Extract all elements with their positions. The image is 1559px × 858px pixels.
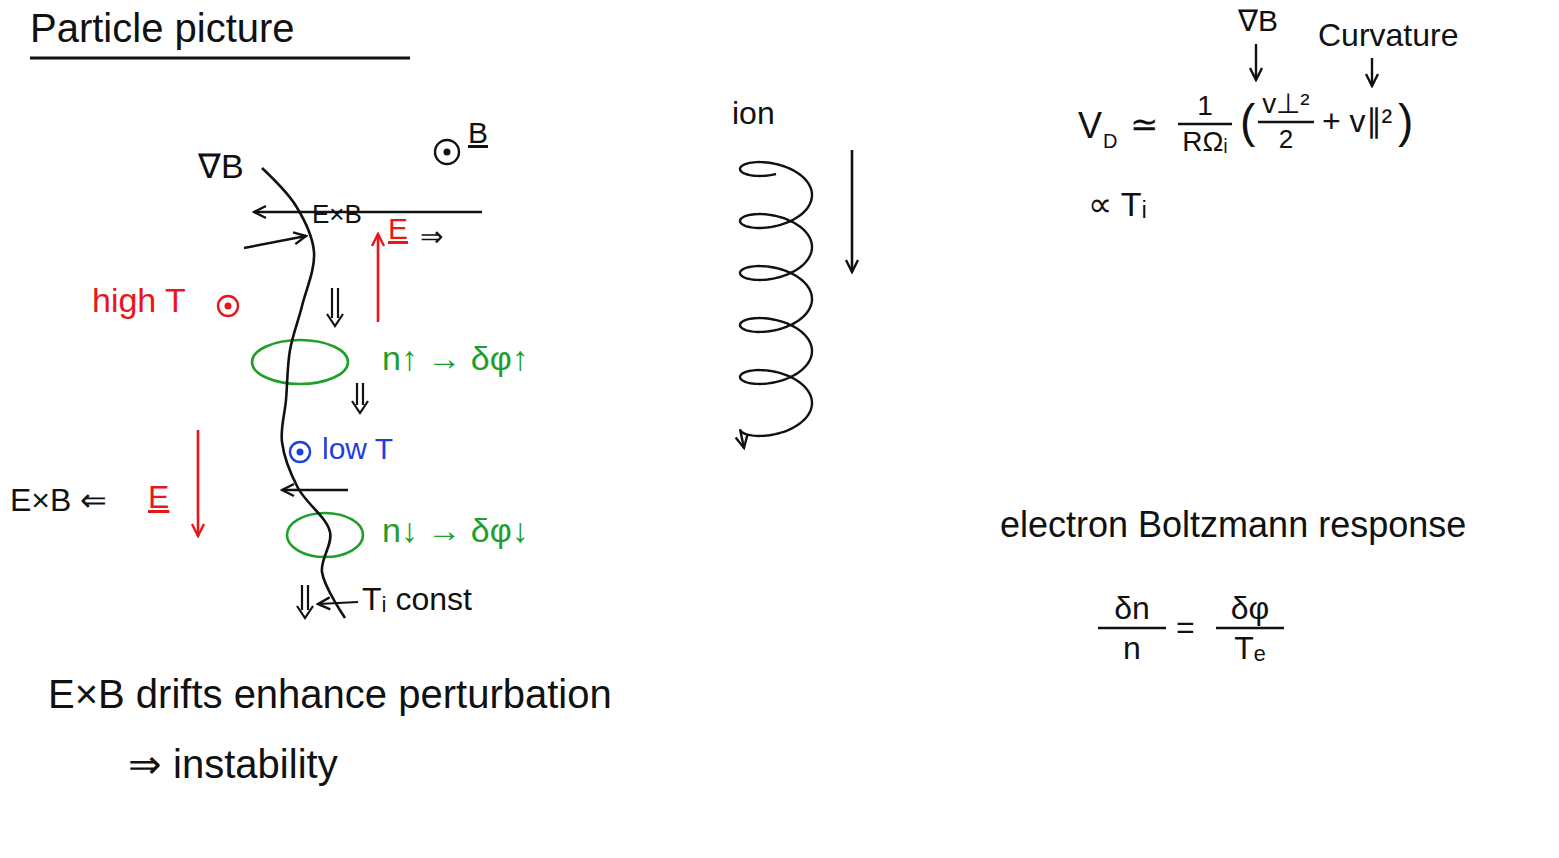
vector-label: ∇B [1238,4,1278,37]
title: Particle picture [30,6,295,50]
formula-bracket: ) [1398,96,1413,147]
term-label: Curvature [1318,18,1459,53]
formula-numerator: 1 [1197,91,1213,122]
formula-numerator: δn [1114,591,1150,626]
gyro-helix [740,162,812,448]
density-note: n↑ → δφ↑ [382,340,529,377]
formula-part: ≃ [1130,106,1158,143]
particle-label: ion [732,96,775,131]
conclusion-note: E×B drifts enhance perturbation [48,672,612,716]
fraction-bar [1216,627,1284,629]
formula-subscript: D [1103,130,1117,152]
formula-denominator: Tₑ [1234,631,1265,666]
leader-arrow [1255,44,1257,80]
fraction-bar [1258,121,1314,123]
vector-label: ∇B [198,148,244,185]
formula-numerator: δφ [1231,591,1270,626]
formula-bracket: ( [1240,96,1255,147]
vector-label: B [468,116,488,149]
field-label: E [148,480,169,515]
fraction-bar [1098,627,1166,629]
field-label: E [388,212,408,245]
note: Tᵢ const [362,582,472,617]
drift-double-arrow [297,585,313,618]
formula-denominator: RΩᵢ [1182,127,1228,158]
drift-double-arrow [352,383,368,413]
perturbation-curve [262,168,345,618]
conclusion-note: ⇒ instability [128,742,338,786]
formula-part: ∝ Tᵢ [1088,186,1147,223]
drift-arrow [282,489,348,491]
implies-symbol: ⇒ [420,222,443,253]
density-blob [252,340,348,384]
formula-part: = [1176,610,1195,645]
drift-arrow [244,236,306,248]
electric-field-arrow [377,234,380,322]
temperature-label: high T [92,282,186,319]
hot-spot-symbol [218,296,238,316]
field-out-symbol [435,140,459,164]
drift-label: E×B [312,200,362,229]
formula-part: + v∥² [1322,104,1392,139]
drift-arrow [851,150,854,272]
leader-arrow [1371,58,1373,86]
formula-denominator: n [1123,631,1141,666]
cold-spot-symbol [290,442,310,462]
fraction-bar [1178,123,1232,125]
drift-label: E×B ⇐ [10,483,107,518]
formula-denominator: 2 [1279,125,1293,154]
drift-double-arrow [327,288,343,326]
leader-arrow [318,602,358,604]
formula-part: V [1078,106,1102,146]
title-underline [30,57,410,60]
electric-field-arrow [197,430,200,536]
temperature-label: low T [322,432,393,465]
density-note: n↓ → δφ↓ [382,512,529,549]
gradient-arrow [254,211,482,214]
note: electron Boltzmann response [1000,505,1466,545]
formula-numerator: v⊥² [1262,89,1309,120]
